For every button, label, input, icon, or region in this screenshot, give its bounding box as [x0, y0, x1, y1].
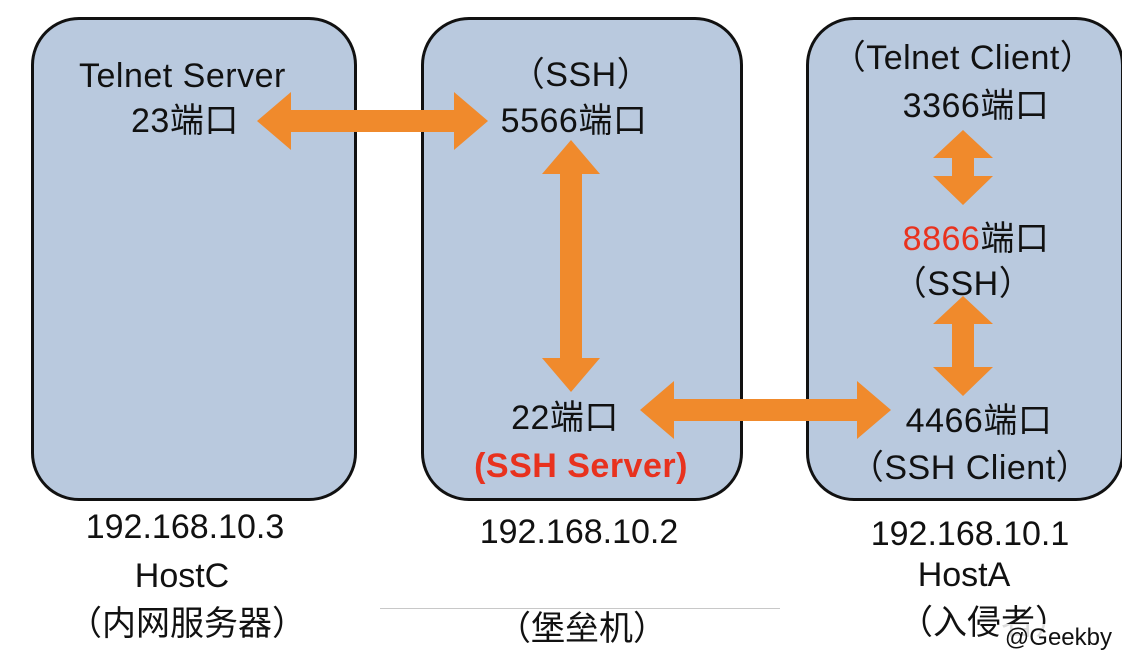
hostc-name: HostC: [134, 557, 230, 595]
hosta-name: HostA: [917, 556, 1011, 594]
bastion-port-5566: 5566端口: [500, 102, 648, 140]
hosta-ip: 192.168.10.1: [870, 515, 1070, 553]
hosta-port-8866-number: 8866: [902, 220, 981, 258]
bastion-ip: 192.168.10.2: [479, 513, 679, 551]
bastion-role: （堡垒机）: [497, 610, 667, 648]
bastion-ssh-label: （SSH）: [510, 56, 652, 94]
hosta-ssh-client-label: （SSH Client）: [849, 449, 1091, 487]
hostc-ip: 192.168.10.3: [85, 508, 285, 546]
hostc-role: （内网服务器）: [68, 605, 306, 643]
hosta-telnet-client-label: （Telnet Client）: [831, 39, 1095, 77]
bastion-port-22: 22端口: [511, 399, 619, 437]
bottom-divider: [380, 608, 780, 609]
hosta-ssh-label: （SSH）: [892, 265, 1034, 303]
hosta-port-4466: 4466端口: [905, 402, 1053, 440]
hosta-port-3366: 3366端口: [902, 87, 1050, 125]
hostc-service-label: Telnet Server: [79, 57, 286, 95]
bastion-ssh-server-label: (SSH Server): [474, 447, 688, 485]
hostc-port-label: 23端口: [131, 102, 239, 140]
hosta-port-8866-suffix: 端口: [980, 220, 1050, 258]
hosta-port-8866: 8866端口: [903, 219, 1050, 259]
watermark: @Geekby: [1000, 624, 1116, 652]
